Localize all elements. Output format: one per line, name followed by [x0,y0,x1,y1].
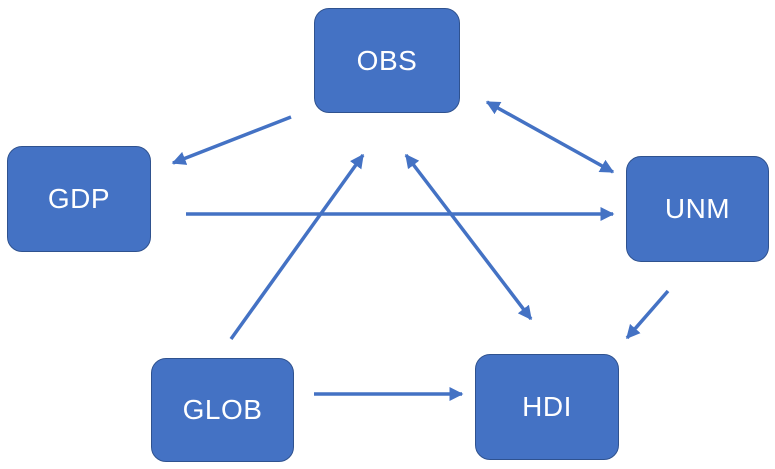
arrow-obs-hdi-bidirectional [404,153,533,321]
node-obs-label: OBS [356,44,418,76]
arrow-unm-to-hdi [625,289,670,340]
node-glob-label: GLOB [182,394,263,425]
node-obs: OBS [314,8,460,113]
arrow-glob-to-obs [229,153,365,341]
node-hdi: HDI [475,354,619,460]
node-unm-label: UNM [664,193,731,224]
node-gdp-label: GDP [47,183,111,214]
arrow-obs-unm-bidirectional [485,100,615,174]
node-glob: GLOB [151,358,294,462]
node-gdp: GDP [7,146,151,252]
node-hdi-label: HDI [522,391,572,422]
arrow-obs-to-gdp [171,115,292,165]
node-unm: UNM [626,156,769,262]
